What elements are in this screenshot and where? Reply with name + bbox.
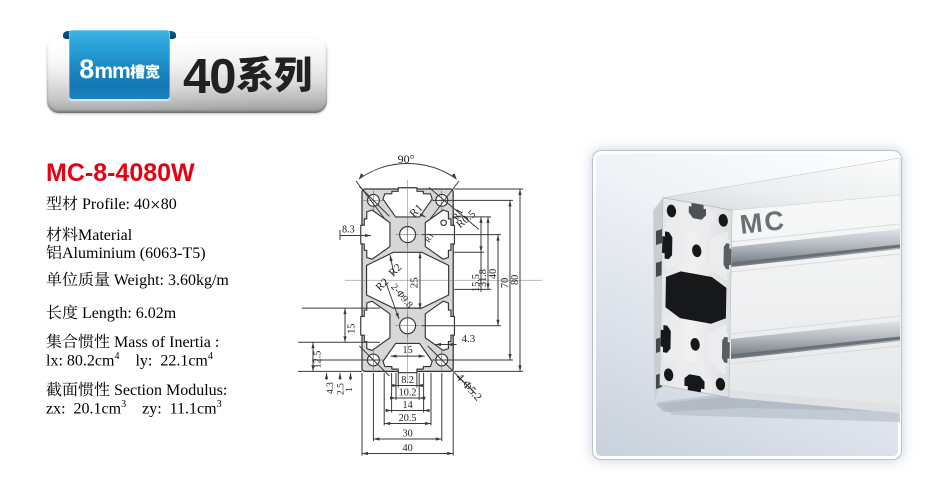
svg-text:8.2: 8.2: [401, 375, 414, 386]
svg-text:1: 1: [345, 387, 355, 392]
svg-text:70: 70: [500, 278, 511, 288]
svg-text:10.2: 10.2: [399, 388, 417, 399]
svg-text:90°: 90°: [398, 152, 415, 166]
svg-text:15: 15: [347, 324, 358, 334]
svg-text:20.5: 20.5: [399, 413, 417, 424]
svg-text:31.8: 31.8: [478, 269, 489, 287]
svg-text:12.5: 12.5: [313, 351, 324, 369]
svg-text:80: 80: [510, 275, 521, 285]
svg-text:4-Φ5.2: 4-Φ5.2: [453, 371, 484, 403]
svg-text:40: 40: [403, 443, 413, 454]
svg-text:15.5: 15.5: [471, 274, 482, 292]
svg-text:25: 25: [409, 277, 421, 289]
svg-text:MC: MC: [738, 205, 787, 240]
svg-text:30: 30: [403, 429, 413, 440]
svg-text:14: 14: [403, 400, 413, 411]
svg-text:R1: R1: [423, 231, 436, 244]
svg-text:R1: R1: [451, 207, 466, 223]
svg-text:2.5: 2.5: [337, 383, 347, 395]
svg-text:40: 40: [488, 269, 499, 279]
svg-text:15: 15: [403, 345, 413, 356]
svg-text:4.3: 4.3: [326, 382, 336, 394]
svg-text:4.3: 4.3: [462, 333, 476, 345]
svg-text:8.3: 8.3: [342, 225, 355, 236]
